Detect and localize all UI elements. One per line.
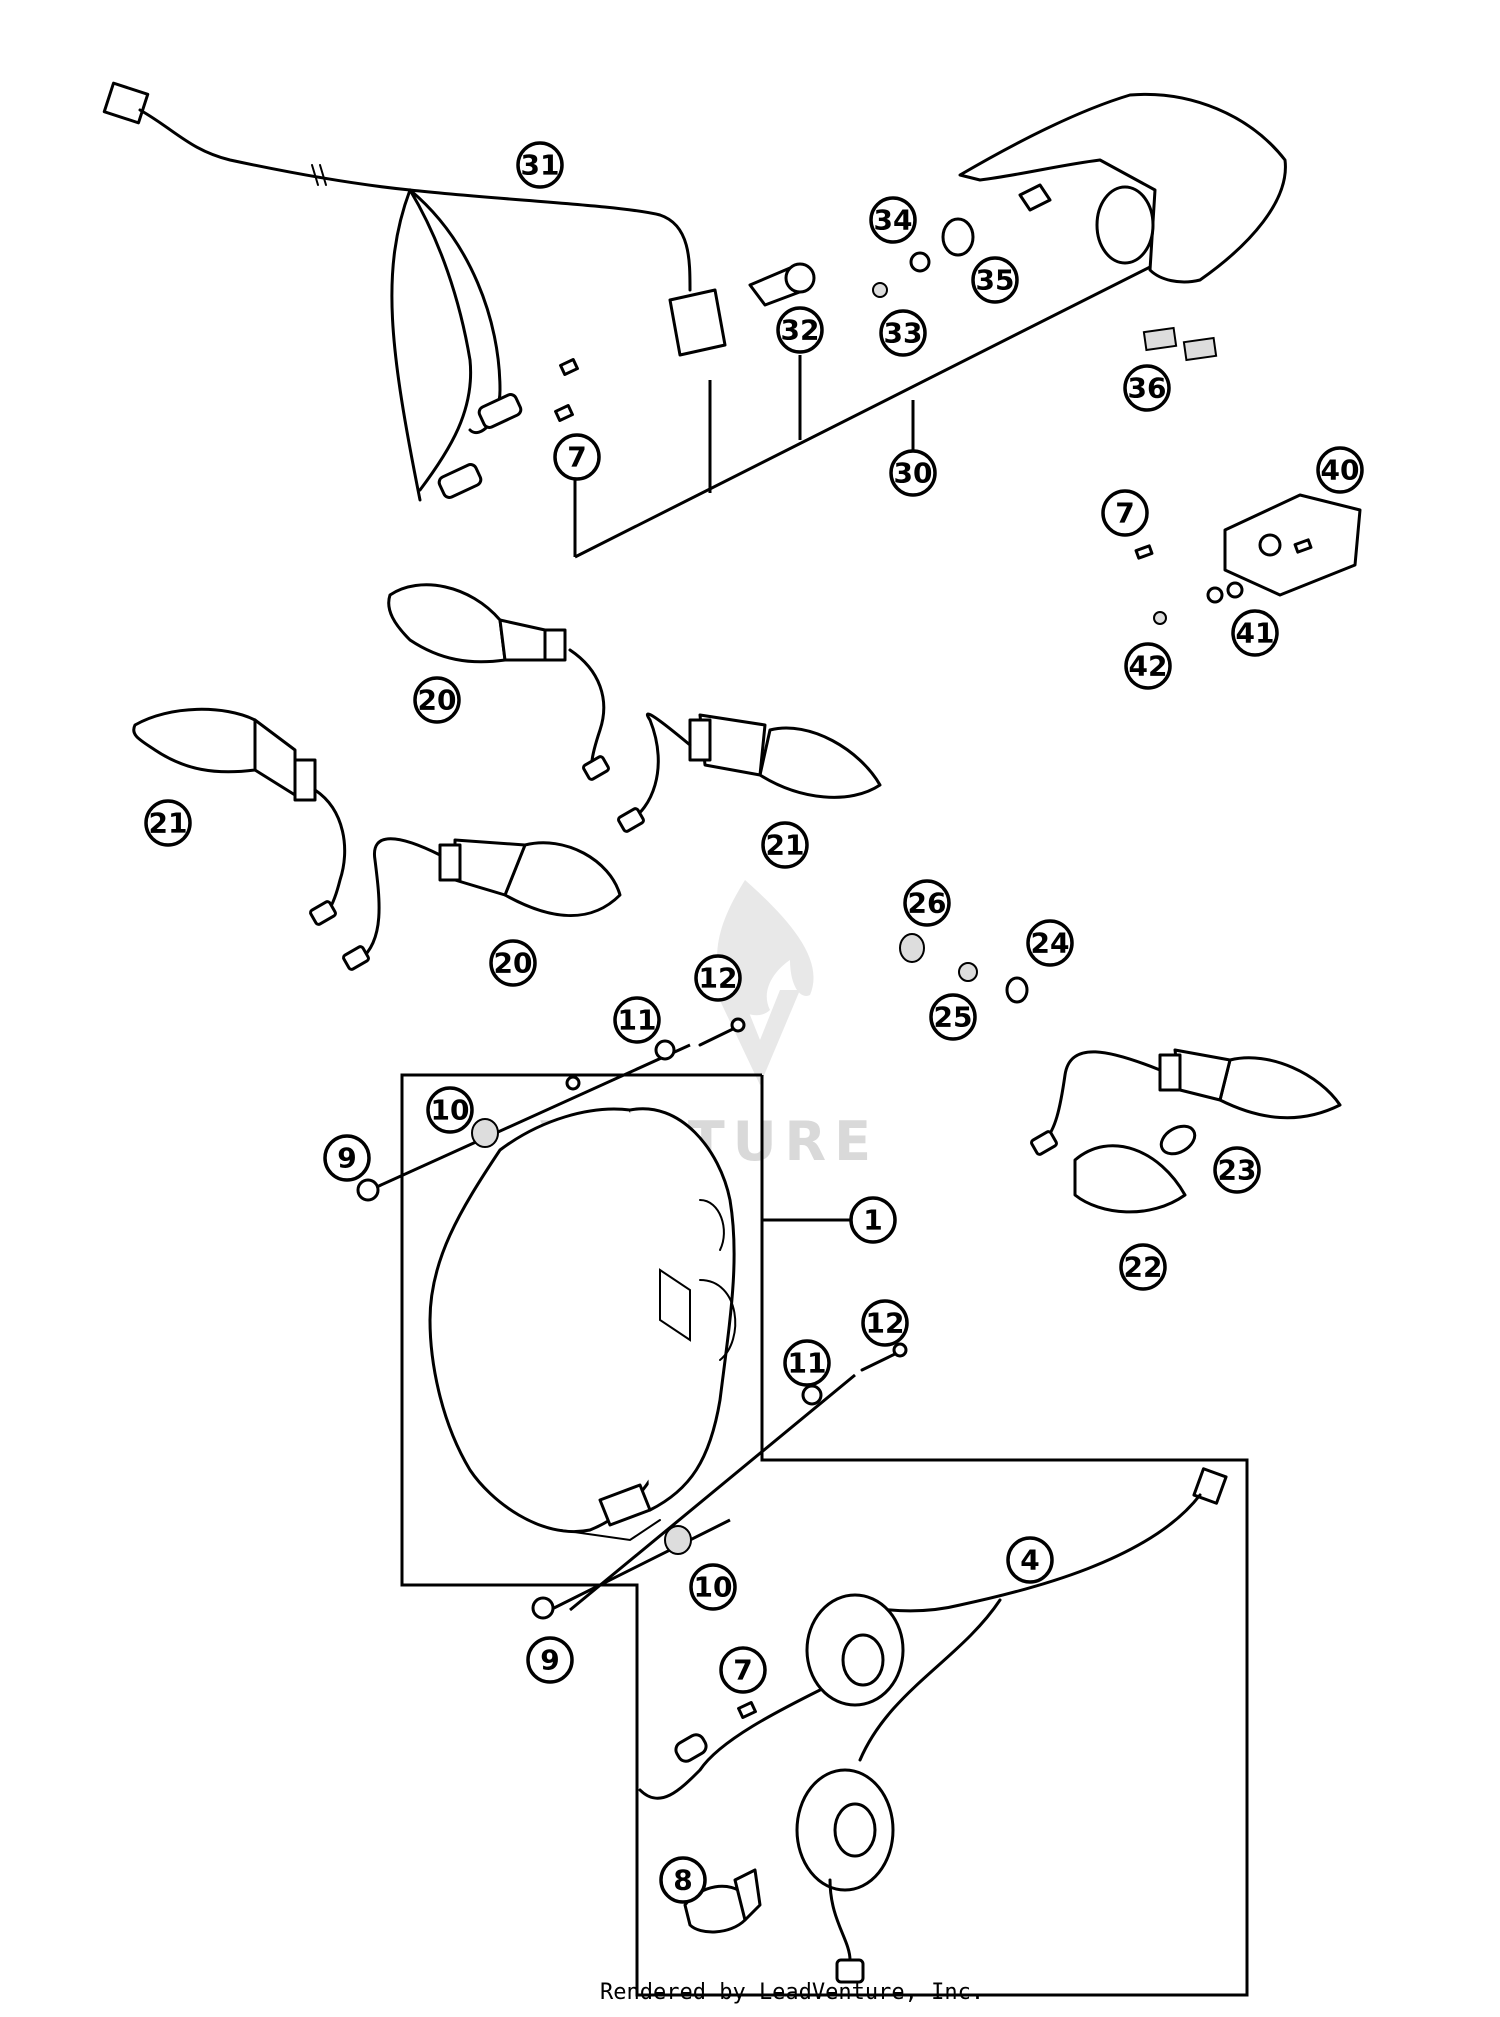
callout-7-b: 7 bbox=[1101, 489, 1149, 537]
headlight-unit bbox=[428, 1075, 737, 1542]
callout-24: 24 bbox=[1026, 919, 1074, 967]
leader-lines bbox=[369, 260, 1161, 1612]
callout-11-b: 11 bbox=[783, 1339, 831, 1387]
svg-text:35: 35 bbox=[976, 264, 1015, 297]
callout-12-b: 12 bbox=[861, 1299, 909, 1347]
turn-signal-fasteners bbox=[899, 933, 1029, 1004]
turn-signal-20-upper bbox=[387, 583, 610, 781]
callout-12-a: 12 bbox=[694, 954, 742, 1002]
svg-text:9: 9 bbox=[540, 1644, 559, 1677]
tail-light-fasteners bbox=[872, 217, 975, 298]
callout-30: 30 bbox=[889, 449, 937, 497]
tail-light-wiring-harness bbox=[102, 81, 727, 502]
svg-text:24: 24 bbox=[1031, 927, 1070, 960]
svg-text:11: 11 bbox=[788, 1347, 827, 1380]
svg-text:1: 1 bbox=[863, 1204, 882, 1237]
svg-text:32: 32 bbox=[781, 314, 820, 347]
svg-text:36: 36 bbox=[1128, 372, 1167, 405]
callout-42: 42 bbox=[1124, 642, 1172, 690]
svg-text:33: 33 bbox=[884, 317, 923, 350]
svg-text:8: 8 bbox=[673, 1864, 692, 1897]
svg-text:31: 31 bbox=[521, 149, 560, 182]
callout-26: 26 bbox=[903, 879, 951, 927]
svg-text:42: 42 bbox=[1129, 650, 1168, 683]
turn-signal-21-left bbox=[132, 707, 347, 926]
turn-signal-22-23 bbox=[1030, 1048, 1342, 1214]
svg-text:7: 7 bbox=[1115, 497, 1134, 530]
svg-text:12: 12 bbox=[699, 962, 738, 995]
callout-21-a: 21 bbox=[144, 799, 192, 847]
callout-33: 33 bbox=[879, 309, 927, 357]
svg-text:11: 11 bbox=[618, 1004, 657, 1037]
callout-21-b: 21 bbox=[761, 821, 809, 869]
callout-20-b: 20 bbox=[489, 939, 537, 987]
svg-text:9: 9 bbox=[337, 1142, 356, 1175]
callout-20-a: 20 bbox=[413, 676, 461, 724]
svg-text:20: 20 bbox=[418, 684, 457, 717]
callout-9-a: 9 bbox=[323, 1134, 371, 1182]
callout-7-a: 7 bbox=[553, 433, 601, 481]
callout-10-b: 10 bbox=[689, 1563, 737, 1611]
svg-text:10: 10 bbox=[431, 1094, 470, 1127]
svg-text:25: 25 bbox=[934, 1001, 973, 1034]
turn-signal-21-right bbox=[617, 712, 882, 833]
svg-text:12: 12 bbox=[866, 1307, 905, 1340]
svg-text:7: 7 bbox=[733, 1654, 752, 1687]
svg-text:34: 34 bbox=[874, 204, 913, 237]
svg-text:40: 40 bbox=[1321, 454, 1360, 487]
svg-text:4: 4 bbox=[1020, 1544, 1039, 1577]
callout-22: 22 bbox=[1119, 1243, 1167, 1291]
callouts: 31 34 35 32 33 36 30 7 40 7 41 42 20 21 … bbox=[144, 141, 1364, 1904]
callout-34: 34 bbox=[869, 196, 917, 244]
callout-9-b: 9 bbox=[526, 1636, 574, 1684]
watermark-v-icon bbox=[715, 990, 800, 1085]
svg-text:20: 20 bbox=[494, 947, 533, 980]
callout-41: 41 bbox=[1231, 609, 1279, 657]
callout-36: 36 bbox=[1123, 364, 1171, 412]
svg-text:22: 22 bbox=[1124, 1251, 1163, 1284]
tail-light-housing bbox=[958, 92, 1287, 284]
turn-signal-20-lower bbox=[342, 837, 622, 971]
svg-text:23: 23 bbox=[1218, 1154, 1257, 1187]
callout-8: 8 bbox=[659, 1856, 707, 1904]
headlight-assembly-frame bbox=[400, 1073, 1249, 1997]
callout-25: 25 bbox=[929, 993, 977, 1041]
footer-credit: Rendered by LeadVenture, Inc. bbox=[600, 1980, 985, 2005]
headlight-bulbs bbox=[674, 1701, 762, 1934]
callout-7-c: 7 bbox=[719, 1646, 767, 1694]
svg-text:10: 10 bbox=[694, 1571, 733, 1604]
svg-text:21: 21 bbox=[766, 829, 805, 862]
tail-light-pads bbox=[1142, 326, 1218, 362]
svg-text:41: 41 bbox=[1236, 617, 1275, 650]
svg-text:7: 7 bbox=[567, 441, 586, 474]
callout-32: 32 bbox=[776, 306, 824, 354]
license-plate-light bbox=[1134, 493, 1362, 625]
tail-light-bulb bbox=[748, 262, 816, 307]
callout-31: 31 bbox=[516, 141, 564, 189]
callout-11-a: 11 bbox=[613, 996, 661, 1044]
callout-40: 40 bbox=[1316, 446, 1364, 494]
headlight-fasteners bbox=[356, 1017, 908, 1620]
callout-1: 1 bbox=[849, 1196, 897, 1244]
svg-text:30: 30 bbox=[894, 457, 933, 490]
callout-35: 35 bbox=[971, 256, 1019, 304]
callout-4: 4 bbox=[1006, 1536, 1054, 1584]
callout-23: 23 bbox=[1213, 1146, 1261, 1194]
headlight-wiring-harness bbox=[638, 1467, 1228, 1984]
callout-10-a: 10 bbox=[426, 1086, 474, 1134]
svg-text:21: 21 bbox=[149, 807, 188, 840]
svg-text:26: 26 bbox=[908, 887, 947, 920]
